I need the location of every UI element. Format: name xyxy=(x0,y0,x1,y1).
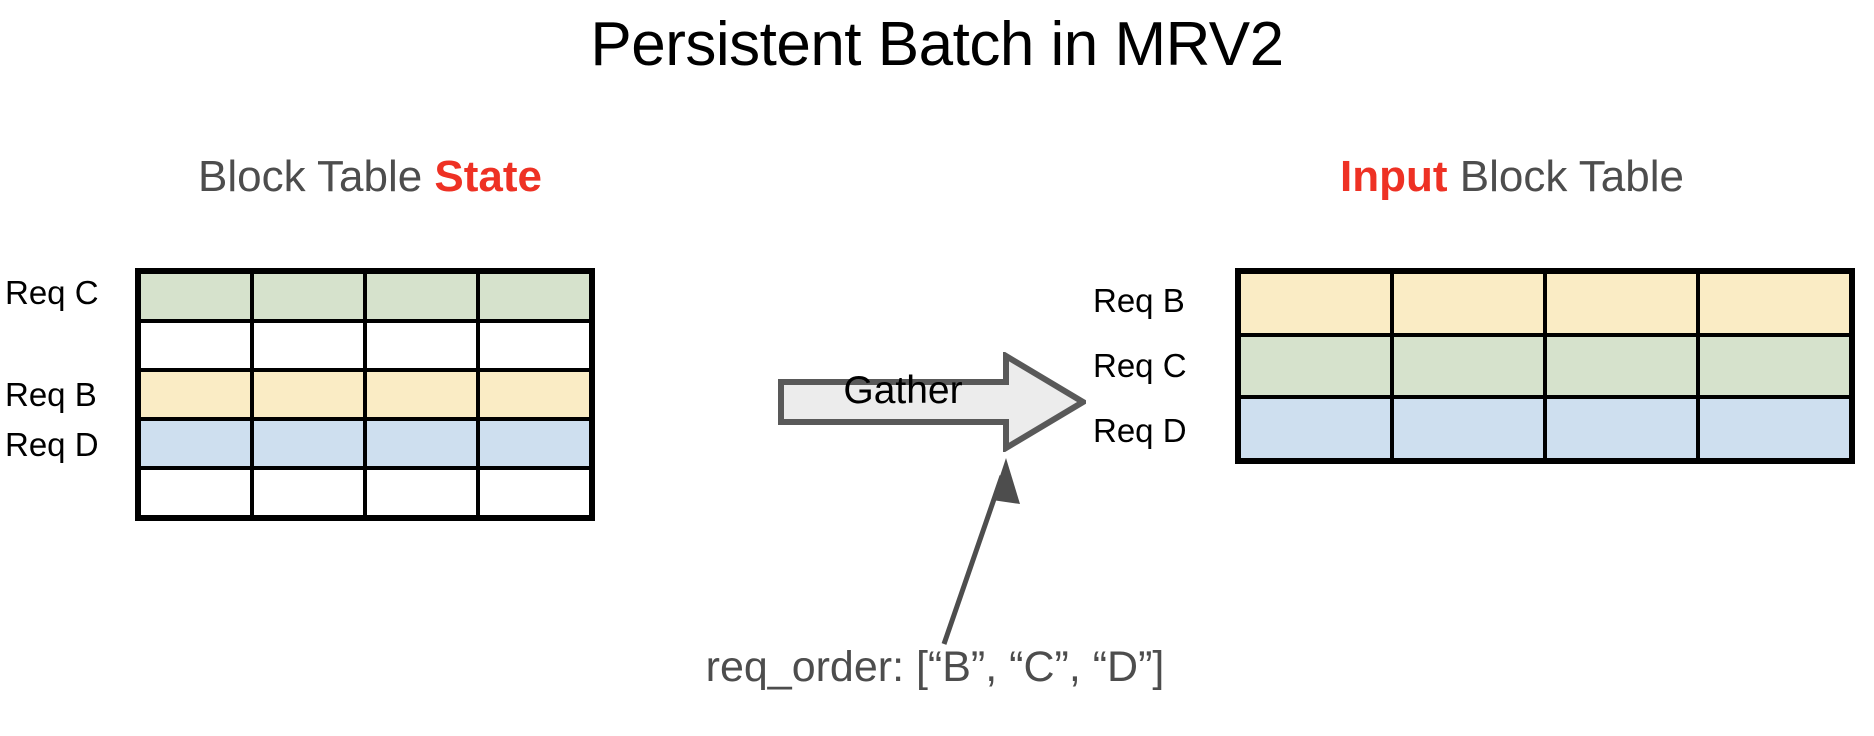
block-cell xyxy=(1239,397,1392,460)
block-cell xyxy=(1545,397,1698,460)
block-cell xyxy=(1239,334,1392,398)
block-cell xyxy=(478,370,591,419)
row-label-left: Req D xyxy=(5,426,99,464)
block-cell xyxy=(365,272,478,321)
row-label-right: Req B xyxy=(1093,281,1185,319)
page-title: Persistent Batch in MRV2 xyxy=(590,10,1284,79)
block-cell xyxy=(478,468,591,517)
heading-right-suffix: Block Table xyxy=(1447,152,1684,201)
heading-left-accent: State xyxy=(434,152,543,201)
block-table-state-heading: Block Table State xyxy=(0,155,740,199)
block-cell xyxy=(1239,272,1392,335)
block-cell xyxy=(1545,272,1698,335)
block-cell xyxy=(252,419,365,468)
block-cell xyxy=(1392,334,1545,398)
block-cell xyxy=(252,321,365,370)
heading-left-prefix: Block Table xyxy=(197,152,435,201)
row-label-left: Req C xyxy=(5,274,99,312)
row-label-right: Req C xyxy=(1093,347,1187,384)
block-cell xyxy=(252,272,365,321)
input-block-table-grid xyxy=(1235,268,1855,464)
block-cell xyxy=(365,321,478,370)
input-block-table-heading: Input Block Table xyxy=(1150,155,1874,199)
block-cell xyxy=(139,468,252,517)
block-cell xyxy=(139,272,252,321)
row-label-left: Req B xyxy=(5,375,97,413)
block-cell xyxy=(1698,397,1851,460)
heading-right-accent: Input xyxy=(1340,152,1448,201)
block-cell xyxy=(365,468,478,517)
block-cell xyxy=(139,370,252,419)
block-cell xyxy=(139,321,252,370)
gather-label: Gather xyxy=(843,369,963,412)
block-cell xyxy=(139,419,252,468)
block-cell xyxy=(365,370,478,419)
block-cell xyxy=(1392,272,1545,335)
block-cell xyxy=(1545,334,1698,398)
block-cell xyxy=(365,419,478,468)
row-label-right: Req D xyxy=(1093,412,1187,450)
block-cell xyxy=(252,370,365,419)
block-cell xyxy=(252,468,365,517)
block-cell xyxy=(1698,272,1851,335)
req-order-pointer-arrow-icon xyxy=(900,448,1030,648)
block-cell xyxy=(478,419,591,468)
block-cell xyxy=(478,321,591,370)
block-cell xyxy=(1698,334,1851,398)
block-cell xyxy=(478,272,591,321)
req-order-caption: req_order: [“B”, “C”, “D”] xyxy=(705,643,1165,691)
gather-arrow-icon xyxy=(778,352,1086,452)
block-cell xyxy=(1392,397,1545,460)
block-table-state-grid xyxy=(135,268,595,521)
